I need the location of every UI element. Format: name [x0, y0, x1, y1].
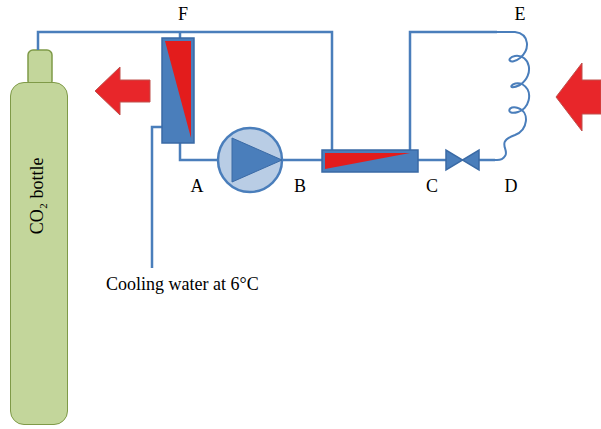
pipe-lines	[38, 32, 497, 268]
condenser-hot-side	[165, 41, 191, 138]
point-label: F	[178, 5, 188, 25]
recuperator	[322, 150, 418, 172]
heat-in-arrow	[556, 63, 601, 131]
valve-symbol	[446, 150, 479, 170]
heat-out-arrow	[95, 67, 150, 115]
bottle-label: CO₂ bottle	[29, 158, 49, 235]
point-label: B	[294, 177, 306, 197]
point-label: C	[426, 177, 438, 197]
gas-bottle: CO₂ bottle	[10, 82, 68, 425]
point-label: A	[191, 177, 204, 197]
pump-symbol	[218, 128, 282, 192]
condenser	[162, 38, 194, 143]
note-label: Cooling water at 6°C	[106, 275, 259, 295]
bottle-neck	[28, 50, 52, 86]
evaporator-coil	[495, 32, 529, 160]
recuperator-hot-side	[325, 153, 410, 169]
point-label: E	[515, 5, 526, 25]
point-label: D	[505, 177, 518, 197]
pump-triangle	[232, 138, 282, 182]
